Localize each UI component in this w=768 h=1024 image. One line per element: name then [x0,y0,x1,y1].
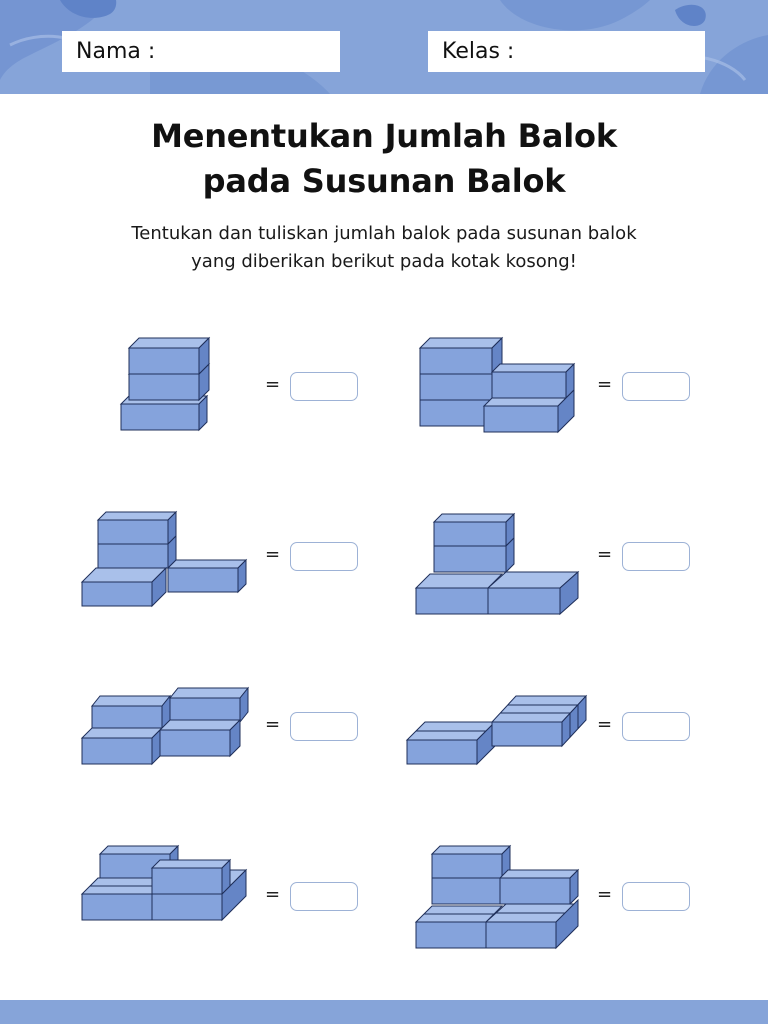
block [431,877,503,905]
title-line-1: Menentukan Jumlah Balok [151,117,617,155]
block [484,898,579,950]
block [430,844,512,880]
block-stack-6-icon [405,694,588,766]
block-stack-1-icon [119,336,211,432]
block-stack-5-icon [80,686,250,766]
block [119,394,209,432]
equals-sign: = [265,884,281,905]
problem-3: = [80,500,380,630]
class-field[interactable]: Kelas : [428,31,705,72]
answer-box-8[interactable] [622,882,690,911]
equals-sign: = [265,714,281,735]
block-stack-4-icon [414,512,580,616]
problem-6: = [400,670,700,800]
block [486,570,580,616]
answer-box-2[interactable] [622,372,690,401]
equals-sign: = [597,714,613,735]
block [97,534,177,570]
block [158,718,242,758]
class-label: Kelas : [442,39,515,64]
problem-5: = [80,670,380,800]
block [414,573,504,615]
equals-sign: = [597,544,613,565]
problem-8: = [410,830,710,960]
block [166,558,248,594]
problem-1: = [110,330,410,460]
answer-box-4[interactable] [622,542,690,571]
block [168,686,250,724]
block [90,694,172,732]
block-stack-8-icon [414,844,580,950]
footer-banner [0,1000,768,1024]
page-title: Menentukan Jumlah Balok pada Susunan Bal… [0,114,768,204]
block-stack-2-icon [418,336,576,434]
title-line-2: pada Susunan Balok [202,162,566,200]
block [418,336,504,376]
problem-4: = [410,500,710,630]
block [405,720,497,766]
header-banner: Nama : Kelas : [0,0,768,94]
equals-sign: = [265,544,281,565]
answer-box-5[interactable] [290,712,358,741]
block [80,566,168,608]
block-stack-7-icon [80,844,248,922]
block-stack-3-icon [80,510,248,608]
block [490,694,588,748]
block [490,362,576,400]
instructions: Tentukan dan tuliskan jumlah balok pada … [0,220,768,276]
problem-2: = [410,330,710,460]
block [127,336,211,376]
answer-box-6[interactable] [622,712,690,741]
name-field[interactable]: Nama : [62,31,340,72]
equals-sign: = [265,374,281,395]
block [433,536,515,574]
answer-box-1[interactable] [290,372,358,401]
name-label: Nama : [76,39,156,64]
answer-box-3[interactable] [290,542,358,571]
equals-sign: = [597,884,613,905]
block [80,726,164,766]
block [419,388,503,428]
block [96,510,178,546]
block [432,512,516,548]
problem-7: = [80,840,380,970]
block [498,868,580,906]
equals-sign: = [597,374,613,395]
answer-box-7[interactable] [290,882,358,911]
block [482,388,575,434]
instructions-line-2: yang diberikan berikut pada kotak kosong… [191,251,577,272]
instructions-line-1: Tentukan dan tuliskan jumlah balok pada … [131,223,637,244]
block [150,858,232,896]
